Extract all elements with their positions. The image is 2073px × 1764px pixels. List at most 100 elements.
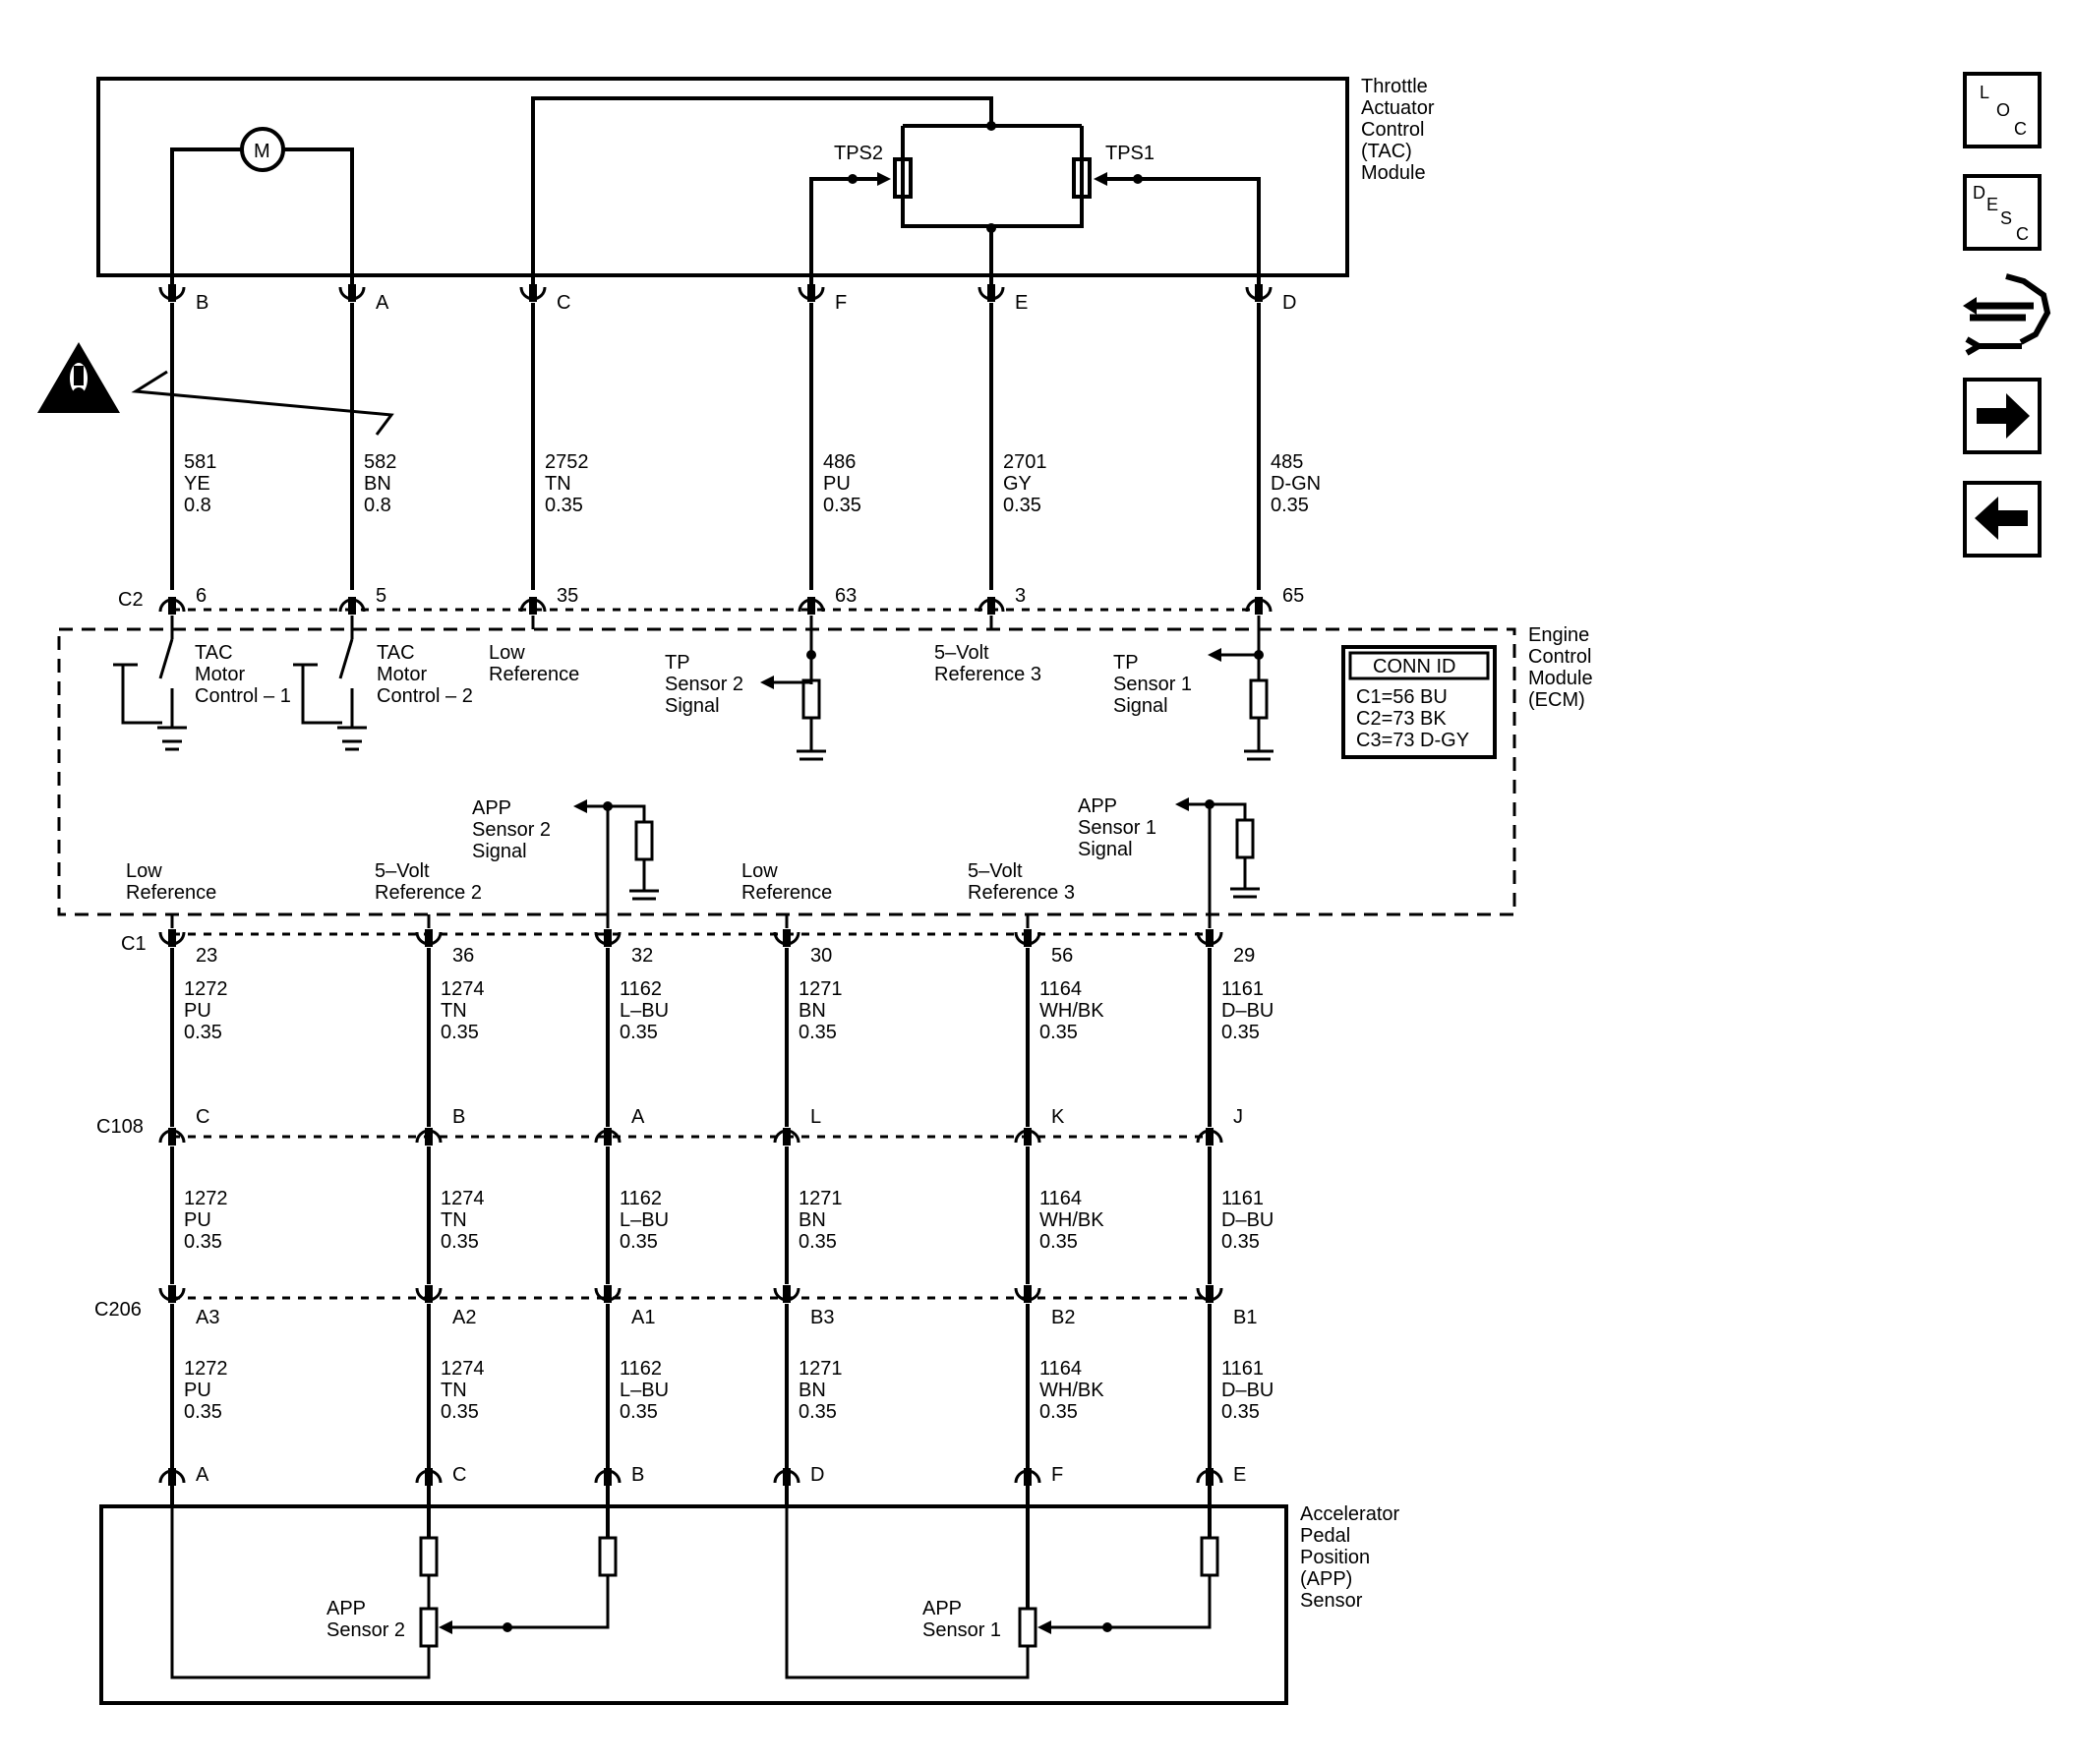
svg-text:Signal: Signal xyxy=(665,695,720,717)
desc-button[interactable]: D E S C xyxy=(1963,174,2042,251)
conn-id-box: CONN ID C1=56 BU C2=73 BK C3=73 D-GY xyxy=(1341,645,1497,759)
tac-module-box xyxy=(96,77,1349,277)
wire-color: TN xyxy=(441,1000,467,1022)
wire-color: D–BU xyxy=(1221,1209,1273,1231)
svg-text:CONN ID: CONN ID xyxy=(1373,656,1455,677)
low2-label: Low Reference xyxy=(741,860,832,904)
c108-pin-label: B xyxy=(452,1106,465,1128)
wire-color: WH/BK xyxy=(1039,1209,1104,1231)
loc-button[interactable]: L O C xyxy=(1963,72,2042,148)
c1-pin-label: 23 xyxy=(196,945,217,967)
wire-circuit: 1162 xyxy=(620,978,662,1000)
connector-icon[interactable] xyxy=(1963,273,2051,356)
tac-module-label: Throttle Actuator Control (TAC) Module xyxy=(1361,76,1435,184)
wire-circuit: 2701 xyxy=(1003,451,1047,473)
svg-text:TP: TP xyxy=(665,652,690,674)
svg-text:(TAC): (TAC) xyxy=(1361,141,1412,162)
warning-icon[interactable] xyxy=(37,342,120,413)
svg-text:Position: Position xyxy=(1300,1547,1370,1568)
lower-wire-group: 1272PU0.351272PU0.351272PU0.351274TN0.35… xyxy=(170,948,1273,1469)
c206-pin-label: B1 xyxy=(1233,1307,1257,1328)
svg-text:(ECM): (ECM) xyxy=(1528,689,1585,711)
wire-gauge: 0.8 xyxy=(184,495,211,516)
back-arrow-icon[interactable] xyxy=(1963,481,2042,558)
c2-pin-label: 65 xyxy=(1282,585,1304,607)
c2-pin-label: 3 xyxy=(1015,585,1026,607)
c206-label: C206 xyxy=(94,1299,142,1321)
c1-pin-label: 29 xyxy=(1233,945,1255,967)
svg-text:Engine: Engine xyxy=(1528,624,1589,646)
svg-text:TAC: TAC xyxy=(377,642,415,664)
wire-color: BN xyxy=(364,473,391,495)
c108-pin-label: C xyxy=(196,1106,209,1128)
wire-gauge: 0.35 xyxy=(1271,495,1309,516)
svg-text:Reference 3: Reference 3 xyxy=(934,664,1041,685)
tp2-label: TP Sensor 2 Signal xyxy=(665,652,743,717)
wire-circuit: 1161 xyxy=(1221,1188,1264,1209)
wire-gauge: 0.35 xyxy=(799,1401,837,1423)
svg-text:Accelerator: Accelerator xyxy=(1300,1503,1399,1525)
wire-circuit: 1164 xyxy=(1039,1358,1082,1380)
app2-input-circuit xyxy=(573,799,659,914)
tps2-signal-path xyxy=(809,177,885,285)
c108-pin-label: K xyxy=(1051,1106,1065,1128)
app1-label: APP Sensor 1 Signal xyxy=(1078,795,1156,860)
wire-gauge: 0.35 xyxy=(620,1231,658,1253)
svg-text:O: O xyxy=(1996,100,2010,120)
wire-gauge: 0.35 xyxy=(799,1022,837,1043)
wire-circuit: 486 xyxy=(823,451,856,473)
svg-text:Reference 2: Reference 2 xyxy=(375,882,482,904)
wire-circuit: 1271 xyxy=(799,1188,843,1209)
wire-gauge: 0.35 xyxy=(620,1401,658,1423)
tac1-label: TAC Motor Control – 1 xyxy=(195,642,291,707)
wire-color: TN xyxy=(441,1209,467,1231)
svg-text:APP: APP xyxy=(326,1598,366,1619)
svg-text:Reference 3: Reference 3 xyxy=(968,882,1075,904)
svg-text:Sensor 2: Sensor 2 xyxy=(326,1619,405,1641)
tps-bridge xyxy=(901,126,1084,228)
ref2-label: 5–Volt Reference 2 xyxy=(375,860,482,904)
tac-pin-label: E xyxy=(1015,292,1028,314)
wire-color: BN xyxy=(799,1380,826,1401)
forward-arrow-icon[interactable] xyxy=(1963,378,2042,454)
wire-gauge: 0.35 xyxy=(184,1401,222,1423)
wire-circuit: 1274 xyxy=(441,1188,485,1209)
svg-text:Low: Low xyxy=(741,860,778,882)
wire-gauge: 0.35 xyxy=(1039,1231,1078,1253)
svg-text:Sensor 2: Sensor 2 xyxy=(665,674,743,695)
wire-circuit: 1162 xyxy=(620,1188,662,1209)
tp2-input-circuit xyxy=(760,616,826,761)
svg-text:C: C xyxy=(2016,224,2029,244)
wire-circuit: 485 xyxy=(1271,451,1303,473)
tac-pin-label: B xyxy=(196,292,208,314)
svg-text:5–Volt: 5–Volt xyxy=(375,860,430,882)
wire-color: PU xyxy=(184,1380,211,1401)
wire-gauge: 0.35 xyxy=(184,1022,222,1043)
c2-pin-label: 6 xyxy=(196,585,207,607)
wire-color: GY xyxy=(1003,473,1032,495)
wire-gauge: 0.35 xyxy=(441,1022,479,1043)
wire-color: WH/BK xyxy=(1039,1380,1104,1401)
wire-circuit: 1272 xyxy=(184,1358,228,1380)
tps1-signal-path xyxy=(1099,177,1261,285)
wire-circuit: 1164 xyxy=(1039,1188,1082,1209)
wire-circuit: 1271 xyxy=(799,978,843,1000)
wire-color: PU xyxy=(184,1000,211,1022)
svg-text:C3=73 D-GY: C3=73 D-GY xyxy=(1356,730,1469,751)
svg-text:TP: TP xyxy=(1113,652,1139,674)
svg-text:Reference: Reference xyxy=(126,882,216,904)
app-sensor-1-label: APP Sensor 1 xyxy=(922,1598,1001,1641)
svg-text:Motor: Motor xyxy=(377,664,427,685)
svg-text:Low: Low xyxy=(126,860,162,882)
svg-text:APP: APP xyxy=(1078,795,1117,817)
wire-gauge: 0.35 xyxy=(620,1022,658,1043)
svg-text:Sensor 1: Sensor 1 xyxy=(1113,674,1192,695)
svg-text:5–Volt: 5–Volt xyxy=(968,860,1023,882)
wire-circuit: 2752 xyxy=(545,451,589,473)
wire-color: D–BU xyxy=(1221,1000,1273,1022)
svg-text:Motor: Motor xyxy=(195,664,245,685)
tac-motor-driver-1 xyxy=(113,616,187,751)
